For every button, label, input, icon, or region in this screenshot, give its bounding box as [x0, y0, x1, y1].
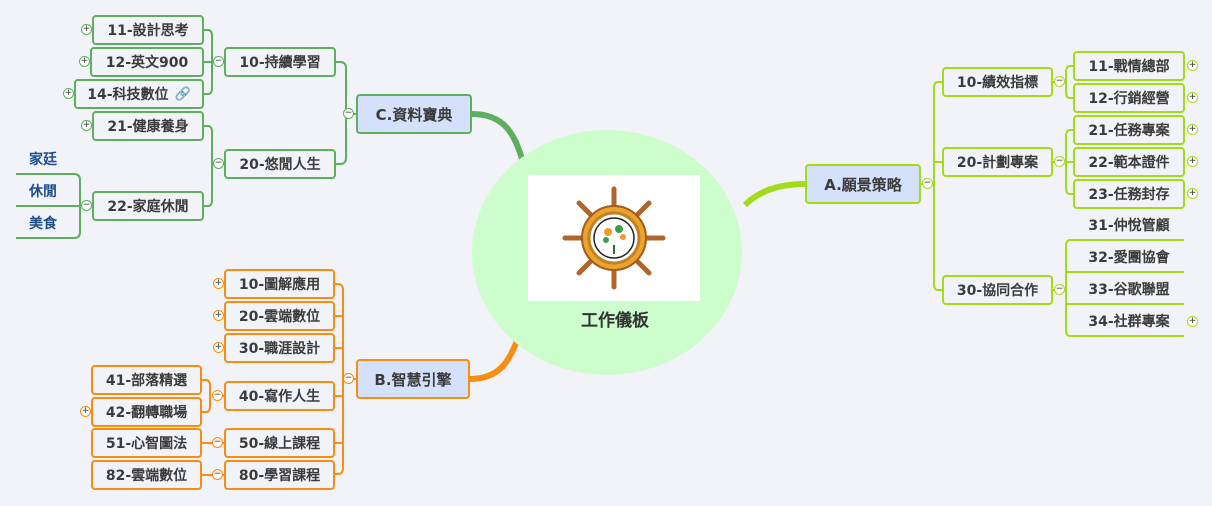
topic-a-association[interactable]: 32-愛團協會 — [1088, 250, 1170, 266]
expand-toggle[interactable]: + — [81, 24, 92, 35]
expand-toggle[interactable]: + — [1187, 316, 1198, 327]
topic-b-learning-courses[interactable]: 80-學習課程 — [224, 460, 335, 490]
topic-b-mind-mapping[interactable]: 51-心智圖法 — [91, 428, 202, 458]
collapse-toggle[interactable]: − — [212, 437, 223, 448]
expand-toggle[interactable]: + — [81, 120, 92, 131]
topic-b-cloud-digital-82[interactable]: 82-雲端數位 — [91, 460, 202, 490]
topic-c-leisure-life[interactable]: 20-悠閒人生 — [224, 149, 336, 179]
expand-toggle[interactable]: + — [1187, 60, 1198, 71]
topic-c-design-thinking[interactable]: 11-設計思考 — [92, 15, 204, 45]
collapse-toggle[interactable]: − — [212, 469, 223, 480]
ship-wheel-logo-icon — [528, 175, 700, 301]
expand-toggle[interactable]: + — [80, 406, 91, 417]
expand-toggle[interactable]: + — [213, 278, 224, 289]
collapse-toggle[interactable]: − — [1054, 76, 1065, 87]
topic-a-community[interactable]: 34-社群專案 — [1088, 314, 1170, 330]
expand-toggle[interactable]: + — [1187, 124, 1198, 135]
collapse-toggle[interactable]: − — [213, 158, 224, 169]
topic-b-writing-life[interactable]: 40-寫作人生 — [224, 381, 335, 411]
topic-b-blog-picks[interactable]: 41-部落精選 — [91, 365, 202, 395]
topic-b-graphic-apps[interactable]: 10-圖解應用 — [224, 269, 335, 299]
expand-toggle[interactable]: + — [79, 56, 90, 67]
topic-c-continuous-learning[interactable]: 10-持續學習 — [224, 47, 336, 77]
topic-b-cloud-digital[interactable]: 20-雲端數位 — [224, 301, 335, 331]
collapse-toggle[interactable]: − — [922, 178, 933, 189]
collapse-toggle[interactable]: − — [1054, 284, 1065, 295]
link-icon[interactable]: 🔗 — [174, 86, 191, 102]
topic-b-flip-workplace[interactable]: 42-翻轉職場 — [91, 397, 202, 427]
topic-c-food[interactable]: 美食 — [29, 216, 57, 232]
topic-a-task-projects[interactable]: 21-任務專案 — [1073, 115, 1185, 145]
expand-toggle[interactable]: + — [1187, 188, 1198, 199]
topic-b-career-design[interactable]: 30-職涯設計 — [224, 333, 335, 363]
topic-c-family-leisure[interactable]: 22-家庭休閒 — [92, 191, 204, 221]
topic-c-english-900[interactable]: 12-英文900 — [90, 47, 204, 77]
topic-c-resource-library[interactable]: C.資料寶典 — [356, 94, 472, 134]
expand-toggle[interactable]: + — [63, 88, 74, 99]
expand-toggle[interactable]: + — [213, 310, 224, 321]
expand-toggle[interactable]: + — [1187, 92, 1198, 103]
central-topic-title: 工作儀板 — [581, 311, 649, 331]
topic-b-online-courses[interactable]: 50-線上課程 — [224, 428, 335, 458]
collapse-toggle[interactable]: − — [343, 108, 354, 119]
topic-a-projects[interactable]: 20-計劃專案 — [942, 147, 1053, 177]
topic-a-marketing[interactable]: 12-行銷經營 — [1073, 83, 1185, 113]
expand-toggle[interactable]: + — [1187, 156, 1198, 167]
collapse-toggle[interactable]: − — [81, 200, 92, 211]
topic-a-collaboration[interactable]: 30-協同合作 — [942, 275, 1053, 305]
topic-b-smart-engine[interactable]: B.智慧引擎 — [356, 359, 470, 399]
topic-a-google-alliance[interactable]: 33-谷歌聯盟 — [1088, 282, 1170, 298]
topic-a-vision-strategy[interactable]: A.願景策略 — [805, 164, 921, 204]
topic-a-kpi[interactable]: 10-績效指標 — [942, 67, 1053, 97]
topic-a-war-room[interactable]: 11-戰情總部 — [1073, 51, 1185, 81]
collapse-toggle[interactable]: − — [1054, 156, 1065, 167]
topic-a-templates[interactable]: 22-範本證件 — [1073, 147, 1185, 177]
topic-c-leisure[interactable]: 休閒 — [29, 184, 57, 200]
topic-c-tech-digital[interactable]: 14-科技數位 🔗 — [74, 79, 204, 109]
collapse-toggle[interactable]: − — [212, 390, 223, 401]
topic-c-health[interactable]: 21-健康養身 — [92, 111, 204, 141]
topic-label: 14-科技數位 — [87, 87, 169, 103]
topic-a-consulting[interactable]: 31-仲悅管顧 — [1088, 218, 1170, 234]
topic-c-family[interactable]: 家廷 — [29, 152, 57, 168]
expand-toggle[interactable]: + — [213, 342, 224, 353]
topic-a-task-archive[interactable]: 23-任務封存 — [1073, 179, 1185, 209]
collapse-toggle[interactable]: − — [213, 56, 224, 67]
collapse-toggle[interactable]: − — [343, 373, 354, 384]
